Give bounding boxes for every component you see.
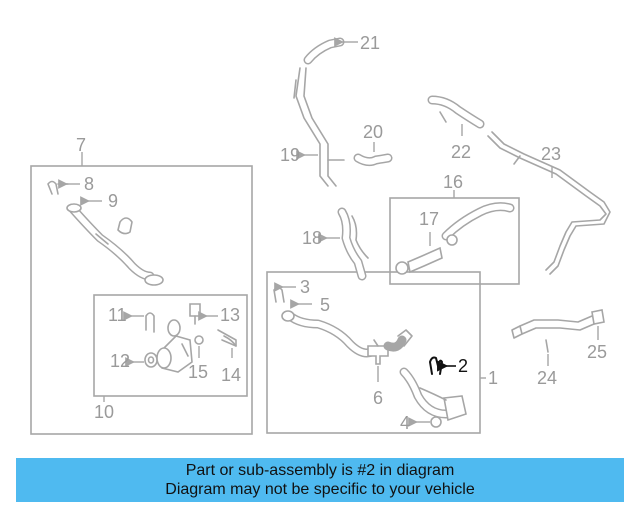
callout-5: 5 — [320, 295, 330, 315]
part-13-sensor — [189, 303, 218, 325]
callout-3: 3 — [300, 277, 310, 297]
part-17-valve — [395, 202, 515, 275]
part-15-bolt — [194, 335, 204, 358]
callout-20: 20 — [363, 122, 383, 142]
callout-17: 17 — [419, 209, 439, 229]
assembly-box-16 — [389, 190, 520, 285]
notice-line-part: Part or sub-assembly is #2 in diagram — [185, 462, 455, 479]
part-14-bracket — [217, 329, 237, 358]
part-22-hose — [427, 95, 485, 136]
part-5-hose — [281, 299, 377, 358]
callout-24: 24 — [537, 368, 557, 388]
callout-16: 16 — [443, 172, 463, 192]
callout-11: 11 — [108, 305, 127, 325]
callout-1: 1 — [488, 368, 498, 388]
callout-13: 13 — [220, 305, 240, 325]
callout-2[interactable]: 2 — [458, 356, 468, 376]
callout-22: 22 — [451, 142, 471, 162]
assembly-box-7 — [30, 152, 253, 435]
callout-4: 4 — [400, 413, 410, 433]
clamp-ring-lower — [144, 274, 164, 286]
callout-14: 14 — [221, 365, 241, 385]
diagram-notice-banner: Part or sub-assembly is #2 in diagram Di… — [16, 458, 624, 502]
callout-12: 12 — [110, 351, 130, 371]
assembly-box-1 — [266, 271, 486, 434]
callout-25: 25 — [587, 342, 607, 362]
callout-8: 8 — [84, 174, 94, 194]
part-19-pipe — [293, 67, 345, 187]
main-hose-assembly — [383, 329, 467, 422]
callout-21: 21 — [360, 33, 380, 53]
callout-9: 9 — [108, 191, 118, 211]
notice-line-disclaimer: Diagram may not be specific to your vehi… — [165, 481, 475, 498]
part-2-clip-highlighted[interactable] — [429, 356, 456, 375]
part-18-hose — [318, 207, 369, 281]
part-9-hose — [66, 196, 155, 281]
part-21-hose — [303, 37, 358, 65]
part-8-clamp — [47, 179, 80, 195]
part-20-hose — [353, 142, 393, 167]
thermostat-housing — [156, 319, 193, 373]
part-23-pipe — [487, 131, 611, 275]
part-24-pipe — [511, 315, 595, 366]
part-11-clip — [123, 311, 155, 333]
part-12-oring — [125, 352, 158, 368]
callout-18: 18 — [302, 228, 322, 248]
part-3-clamp — [273, 282, 296, 303]
clamp-small-upper — [117, 217, 133, 235]
callout-15: 15 — [188, 362, 208, 382]
part-4-clamp — [408, 416, 442, 428]
callout-19: 19 — [280, 145, 300, 165]
part-25-fitting — [591, 309, 605, 340]
callout-23: 23 — [541, 144, 561, 164]
callout-6: 6 — [373, 388, 383, 408]
callout-10: 10 — [94, 402, 114, 422]
callout-7: 7 — [76, 135, 86, 155]
